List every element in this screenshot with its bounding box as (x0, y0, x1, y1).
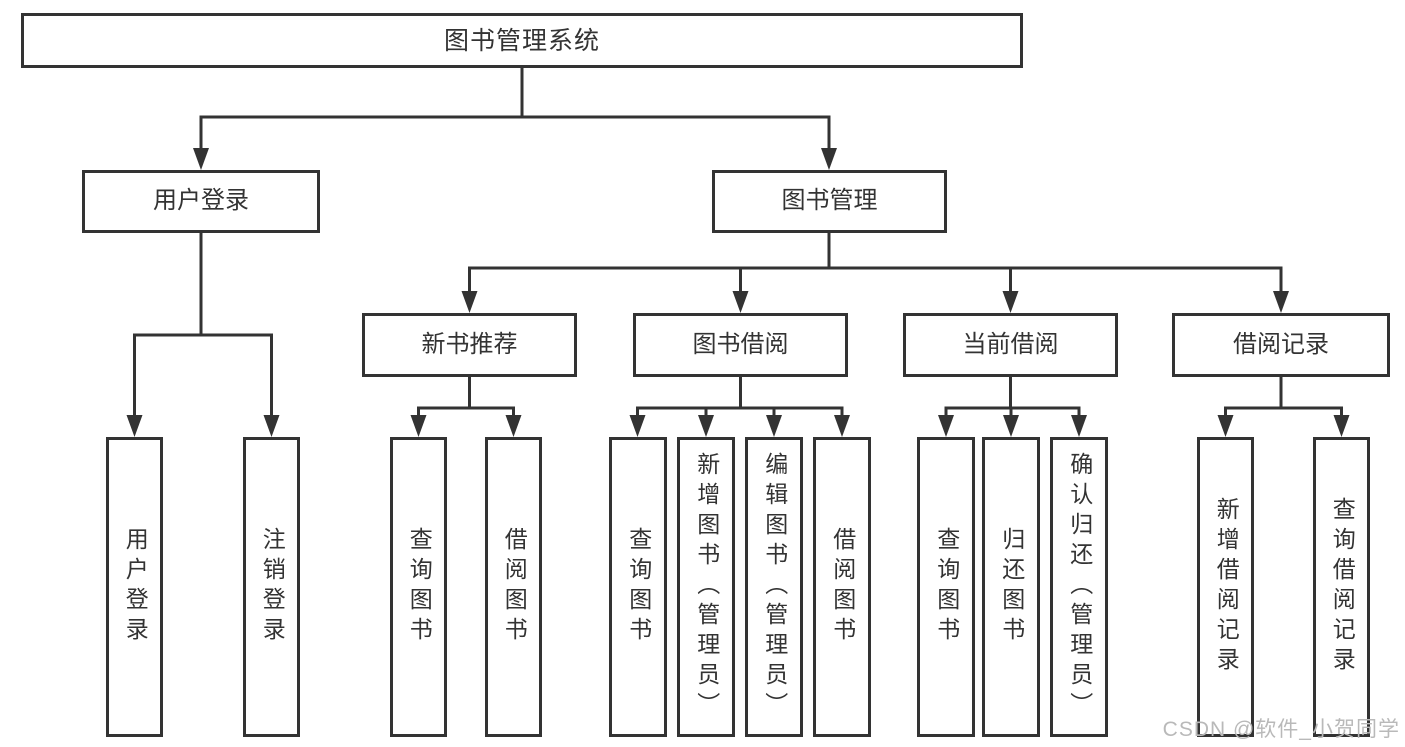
csdn-watermark: CSDN @软件_小贺同学 (1162, 718, 1400, 741)
node-root: 图书管理系统 (21, 13, 1023, 68)
node-book-borrow: 图书借阅 (633, 313, 848, 377)
node-leaf-cb-confirm-return-admin: 确认归还（管理员） (1050, 437, 1108, 737)
node-leaf-bb-add-book-admin: 新增图书（管理员） (677, 437, 735, 737)
node-leaf-bb-borrow-book: 借阅图书 (813, 437, 871, 737)
node-leaf-br-query-record: 查询借阅记录 (1313, 437, 1370, 737)
node-leaf-cb-query-book: 查询图书 (917, 437, 975, 737)
node-leaf-user-login: 用户登录 (106, 437, 163, 737)
node-leaf-bb-edit-book-admin: 编辑图书（管理员） (745, 437, 803, 737)
node-leaf-br-add-record: 新增借阅记录 (1197, 437, 1254, 737)
node-leaf-nbr-query-book: 查询图书 (390, 437, 447, 737)
node-current-borrow: 当前借阅 (903, 313, 1118, 377)
node-new-book-recommend: 新书推荐 (362, 313, 577, 377)
node-leaf-nbr-borrow-book: 借阅图书 (485, 437, 542, 737)
node-leaf-bb-query-book: 查询图书 (609, 437, 667, 737)
node-book-management: 图书管理 (712, 170, 947, 233)
node-borrow-records: 借阅记录 (1172, 313, 1390, 377)
node-leaf-cb-return-book: 归还图书 (982, 437, 1040, 737)
node-leaf-logout: 注销登录 (243, 437, 300, 737)
node-user-login: 用户登录 (82, 170, 320, 233)
